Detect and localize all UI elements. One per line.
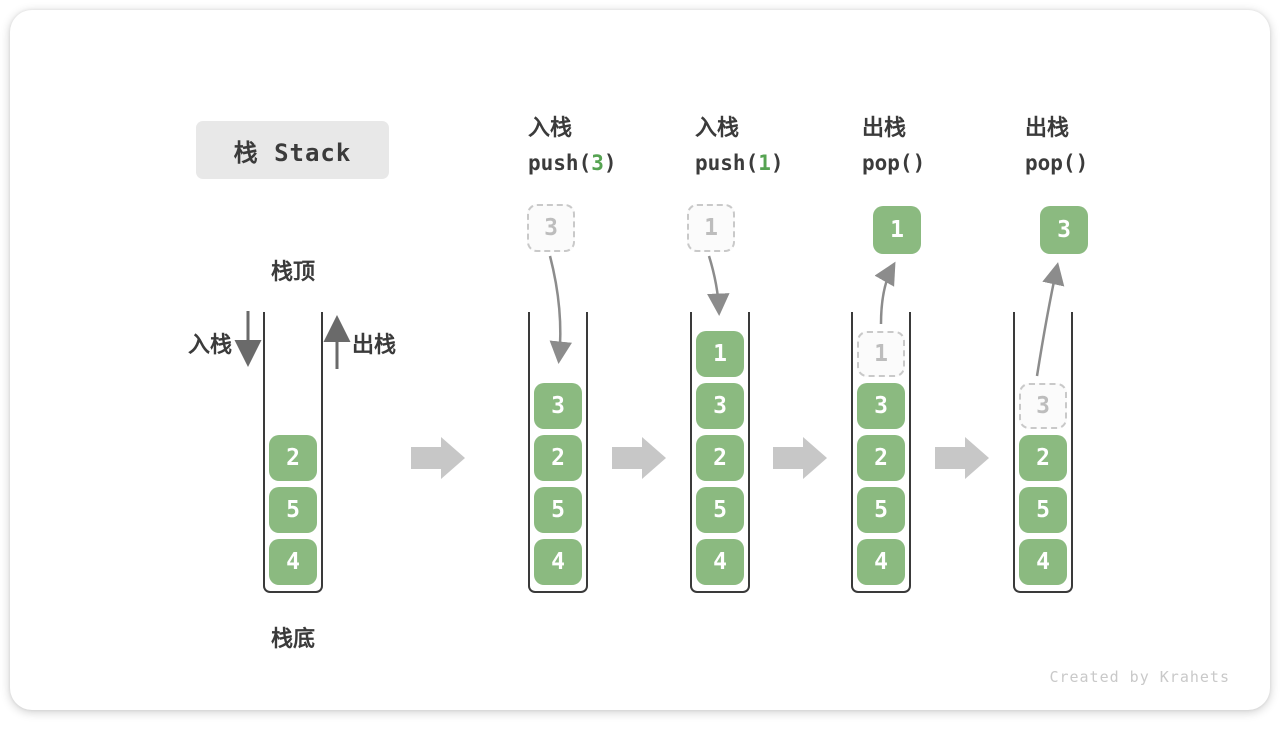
op-header-pop-1: 出栈 pop() — [862, 114, 1022, 177]
stack-cell: 1 — [696, 331, 744, 377]
floating-cell-pop-3: 3 — [1040, 206, 1088, 254]
code-pre: push( — [528, 151, 591, 175]
stack-state-1: 2 5 4 — [263, 312, 323, 593]
floating-cell-pop-1: 1 — [873, 206, 921, 254]
code-post: ) — [604, 151, 617, 175]
transition-arrow-3 — [773, 437, 827, 479]
code-pre: pop() — [1025, 151, 1088, 175]
stack-cell: 5 — [857, 487, 905, 533]
code-arg: 3 — [591, 151, 604, 175]
stack-cell: 4 — [534, 539, 582, 585]
transition-arrow-1 — [411, 437, 465, 479]
floating-cell-push-3: 3 — [527, 204, 575, 252]
op-code: pop() — [862, 149, 1022, 177]
code-pre: push( — [695, 151, 758, 175]
stack-state-4: 1 3 2 5 4 — [851, 312, 911, 593]
stack-bottom-label: 栈底 — [263, 621, 323, 653]
stack-state-2: 3 2 5 4 — [528, 312, 588, 593]
stack-cell: 3 — [534, 383, 582, 429]
op-label: 出栈 — [1025, 114, 1185, 142]
op-code: push(3) — [528, 149, 688, 177]
stack-cell: 5 — [534, 487, 582, 533]
stack-cell: 2 — [269, 435, 317, 481]
title-box: 栈 Stack — [196, 121, 389, 179]
op-code: push(1) — [695, 149, 855, 177]
floating-cell-push-1: 1 — [687, 204, 735, 252]
pop-side-label: 出栈 — [352, 327, 398, 359]
op-label: 入栈 — [528, 114, 688, 142]
stack-cell-ghost: 3 — [1019, 383, 1067, 429]
code-pre: pop() — [862, 151, 925, 175]
stack-cell: 2 — [1019, 435, 1067, 481]
diagram-card: 栈 Stack 栈顶 栈底 入栈 出栈 入栈 push(3) 入栈 push(1… — [10, 10, 1270, 710]
stack-cell-ghost: 1 — [857, 331, 905, 377]
stack-cell: 2 — [857, 435, 905, 481]
stack-state-5: 3 2 5 4 — [1013, 312, 1073, 593]
stack-cell: 5 — [696, 487, 744, 533]
op-label: 入栈 — [695, 114, 855, 142]
op-code: pop() — [1025, 149, 1185, 177]
stack-cell: 4 — [1019, 539, 1067, 585]
transition-arrow-2 — [612, 437, 666, 479]
op-header-push-1: 入栈 push(1) — [695, 114, 855, 177]
credit-text: Created by Krahets — [1049, 668, 1230, 686]
code-post: ) — [771, 151, 784, 175]
stack-cell: 4 — [696, 539, 744, 585]
stack-cell: 4 — [269, 539, 317, 585]
stack-cell: 5 — [269, 487, 317, 533]
push-1-arrow — [709, 256, 719, 311]
stack-cell: 3 — [696, 383, 744, 429]
stack-cell: 2 — [534, 435, 582, 481]
code-arg: 1 — [758, 151, 771, 175]
stack-cell: 5 — [1019, 487, 1067, 533]
push-side-label: 入栈 — [186, 327, 232, 359]
stack-cell: 4 — [857, 539, 905, 585]
transition-arrow-4 — [935, 437, 989, 479]
op-header-push-3: 入栈 push(3) — [528, 114, 688, 177]
stack-cell: 3 — [857, 383, 905, 429]
stack-cell: 2 — [696, 435, 744, 481]
op-header-pop-2: 出栈 pop() — [1025, 114, 1185, 177]
stack-state-3: 1 3 2 5 4 — [690, 312, 750, 593]
op-label: 出栈 — [862, 114, 1022, 142]
title-text: 栈 Stack — [234, 133, 352, 168]
stack-top-label: 栈顶 — [263, 254, 323, 286]
